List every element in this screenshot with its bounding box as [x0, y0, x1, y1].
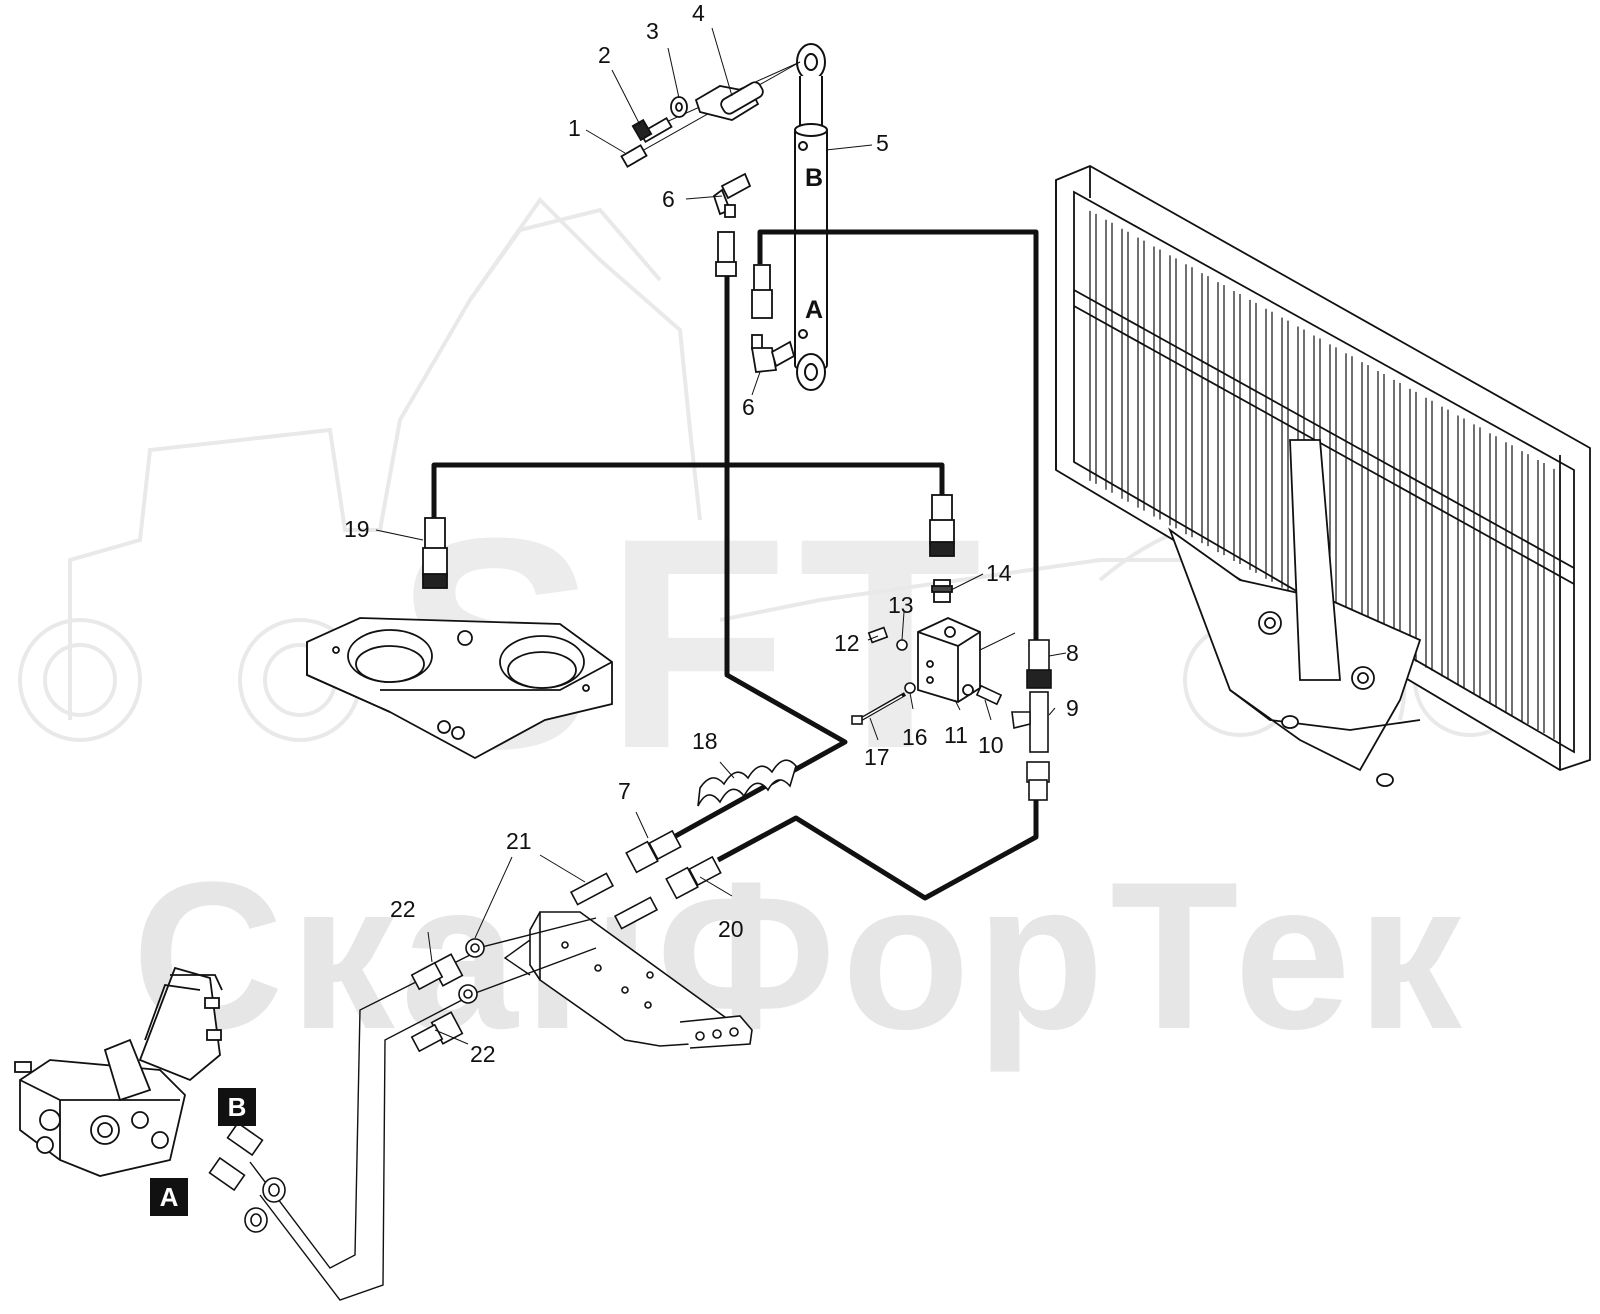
grille-bar — [1089, 210, 1097, 484]
grille-bar — [1457, 415, 1465, 689]
elbow-fitting-upper — [712, 172, 752, 218]
tee-fitting-9 — [1011, 639, 1052, 801]
valve-port-b-label: B — [218, 1088, 256, 1126]
grille-bar — [1521, 451, 1529, 725]
watermark-company: СканФорТек — [132, 838, 1468, 1073]
hose-end-7 — [625, 829, 682, 874]
callout-18: 18 — [692, 728, 718, 754]
callout-17: 17 — [864, 744, 890, 770]
grille-bar — [1361, 362, 1369, 636]
hydraulic-hoses — [431, 229, 1039, 901]
callout-6-upper: 6 — [662, 186, 675, 212]
grille-bar — [1489, 433, 1497, 707]
leader-lines — [375, 27, 1067, 1045]
callout-22-lower: 22 — [470, 1041, 496, 1067]
grille-bar — [1553, 468, 1561, 742]
callout-21: 21 — [506, 828, 532, 854]
gate-mount-bracket — [1168, 439, 1422, 787]
callout-13: 13 — [888, 592, 914, 618]
callout-7: 7 — [618, 778, 631, 804]
grille-bar — [1153, 246, 1161, 520]
bulkhead-bracket — [529, 911, 753, 1049]
callout-1: 1 — [568, 115, 581, 141]
grille-bar — [1377, 371, 1385, 645]
callout-22-upper: 22 — [390, 896, 416, 922]
grille-bar — [1393, 379, 1401, 653]
hose-fitting-19 — [422, 517, 448, 589]
callout-20: 20 — [718, 916, 744, 942]
grille-bar — [1281, 317, 1289, 591]
grille-bar — [1249, 299, 1257, 573]
callout-12: 12 — [834, 630, 860, 656]
grille-bar — [1473, 424, 1481, 698]
callout-10: 10 — [978, 732, 1004, 758]
control-valve — [14, 966, 223, 1177]
connectors-22 — [410, 938, 485, 1053]
hose-fitting-14-upper — [929, 494, 955, 557]
grille-bar — [1233, 290, 1241, 564]
hose-ends-cylinder — [715, 231, 773, 319]
callout-2: 2 — [598, 42, 611, 68]
grille-bar — [1537, 459, 1545, 733]
hydraulic-cylinder — [794, 43, 828, 391]
distribution-block-11 — [917, 617, 981, 703]
grille-bar — [1265, 308, 1273, 582]
grille-bar — [1137, 237, 1145, 511]
callout-16: 16 — [902, 724, 928, 750]
grille-bar — [1169, 255, 1177, 529]
elbow-fitting-lower — [750, 334, 796, 373]
valve-elbows — [208, 1121, 286, 1233]
callout-4: 4 — [692, 0, 705, 26]
grille-bar — [1345, 353, 1353, 627]
adapters-21 — [569, 872, 659, 930]
callout-8: 8 — [1066, 640, 1079, 666]
callout-5: 5 — [876, 130, 889, 156]
grille-bar — [1121, 228, 1129, 502]
cylinder-port-a-label: A — [805, 296, 824, 324]
callout-6-lower: 6 — [742, 394, 755, 420]
grille-bars — [1089, 210, 1561, 742]
grille-bar — [1185, 264, 1193, 538]
pin-assembly — [620, 61, 801, 168]
adapter-14 — [931, 579, 953, 603]
valve-mounting-plate — [306, 617, 613, 760]
grille-bar — [1217, 282, 1225, 556]
thin-hose-lines — [249, 917, 597, 1301]
callout-11: 11 — [944, 722, 968, 748]
cylinder-port-b-label: B — [805, 164, 824, 192]
grille-bar — [1105, 219, 1113, 493]
spiral-hose-guard-18 — [697, 759, 797, 807]
grille-bar — [1505, 442, 1513, 716]
callout-9: 9 — [1066, 695, 1079, 721]
small-fittings — [851, 626, 1003, 725]
callout-3: 3 — [646, 18, 659, 44]
hose-end-20 — [665, 855, 722, 900]
valve-port-a-label: A — [150, 1178, 188, 1216]
grille-bar — [1425, 397, 1433, 671]
grille-bar — [1201, 273, 1209, 547]
grille-bar — [1409, 388, 1417, 662]
grille-bar — [1441, 406, 1449, 680]
callout-14: 14 — [986, 560, 1012, 586]
callout-19: 19 — [344, 516, 370, 542]
